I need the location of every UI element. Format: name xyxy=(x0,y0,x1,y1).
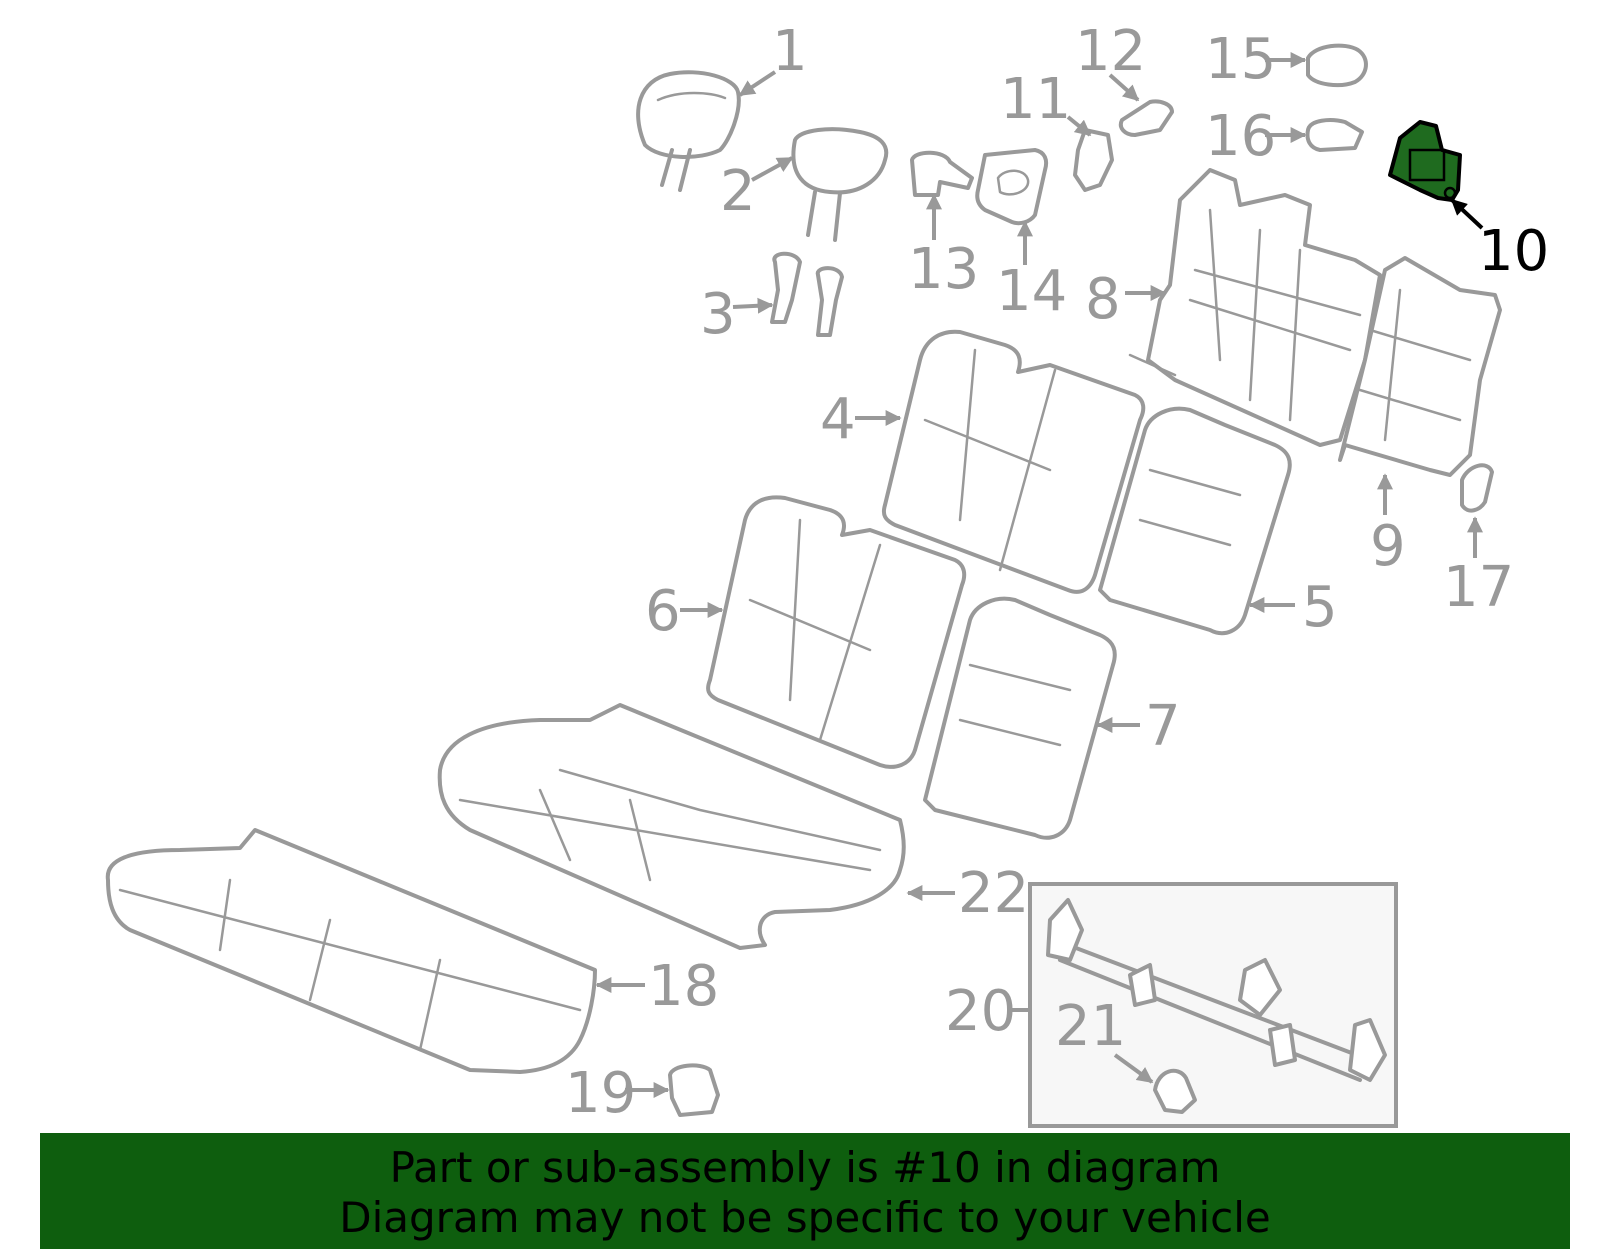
part-21-bracket xyxy=(1153,1068,1197,1114)
part-9-frame xyxy=(1338,256,1502,477)
info-banner: Part or sub-assembly is #10 in diagram D… xyxy=(40,1133,1570,1249)
callout-20: 20 xyxy=(945,979,1016,1044)
callout-3: 3 xyxy=(700,282,736,347)
callout-18: 18 xyxy=(648,954,719,1019)
callout-4: 4 xyxy=(820,387,856,452)
callout-10: 10 xyxy=(1478,219,1549,284)
callout-7: 7 xyxy=(1145,694,1181,759)
callout-8: 8 xyxy=(1085,267,1121,332)
part-12-bezel xyxy=(1118,99,1174,137)
part-1-headrest xyxy=(636,70,741,192)
callout-5: 5 xyxy=(1302,575,1338,640)
part-5-bolster xyxy=(1098,406,1292,636)
callout-12: 12 xyxy=(1075,19,1146,84)
callout-11: 11 xyxy=(1000,67,1071,132)
banner-line-1: Part or sub-assembly is #10 in diagram xyxy=(389,1143,1221,1192)
part-4-seatback xyxy=(881,329,1146,594)
callout-19: 19 xyxy=(565,1061,636,1126)
callout-21: 21 xyxy=(1055,994,1126,1059)
part-8-frame xyxy=(1128,168,1382,447)
part-3-guides xyxy=(770,251,844,337)
callout-15: 15 xyxy=(1205,27,1276,92)
callout-16: 16 xyxy=(1205,104,1276,169)
part-10-highlighted xyxy=(1388,120,1462,202)
part-19-latch xyxy=(668,1063,720,1117)
callout-22: 22 xyxy=(958,861,1029,926)
part-17-cover xyxy=(1460,463,1494,513)
part-11-bracket xyxy=(1073,128,1114,192)
part-14-bracket xyxy=(975,148,1049,226)
seat-parts-diagram: 1 2 3 4 5 6 7 8 9 10 11 12 13 14 15 16 1… xyxy=(105,19,1549,1128)
callout-17: 17 xyxy=(1443,555,1514,620)
part-18-cushion xyxy=(105,828,597,1074)
callout-labels: 1 2 3 4 5 6 7 8 9 10 11 12 13 14 15 16 1… xyxy=(565,19,1549,1126)
part-13-clip xyxy=(910,150,974,197)
callout-1: 1 xyxy=(772,19,808,84)
part-7-bolster xyxy=(923,596,1117,840)
part-15-cover xyxy=(1306,43,1368,88)
part-22-cushion xyxy=(437,703,906,950)
callout-14: 14 xyxy=(996,259,1067,324)
part-2-headrest xyxy=(791,127,889,242)
callout-13: 13 xyxy=(908,237,979,302)
leader-arrows xyxy=(595,52,1484,1098)
part-20-inset-box xyxy=(1028,882,1398,1128)
callout-6: 6 xyxy=(645,579,681,644)
callout-9: 9 xyxy=(1370,514,1406,579)
part-6-seatback xyxy=(706,495,967,769)
part-16-bezel xyxy=(1305,118,1364,152)
callout-2: 2 xyxy=(720,159,756,224)
banner-line-2: Diagram may not be specific to your vehi… xyxy=(339,1193,1271,1242)
